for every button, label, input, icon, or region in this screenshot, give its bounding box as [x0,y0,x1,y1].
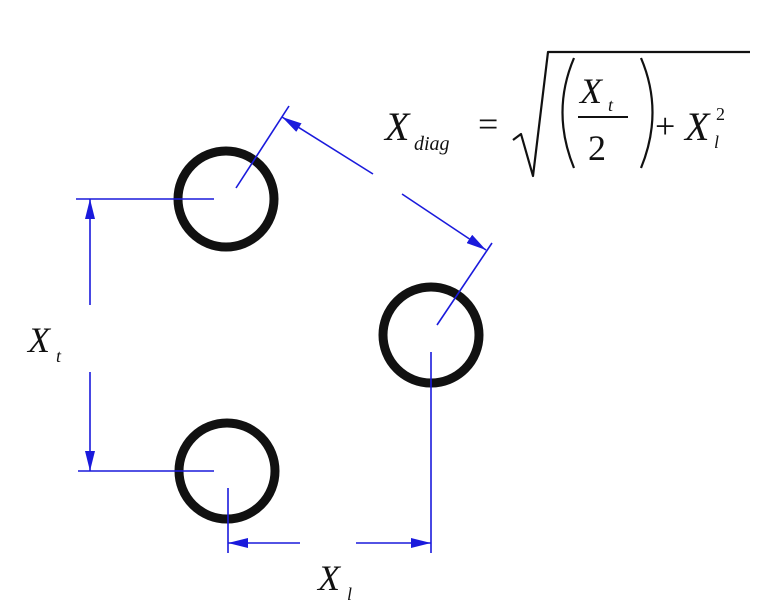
formula-term-sub: l [714,132,719,152]
extension-line-diag-top [235,105,290,189]
formula-lhs-sub: diag [414,133,450,155]
transverse-pitch-label: X t [26,320,62,366]
diagonal-pitch-formula: X diag = X t 2 + X l 2 [383,50,750,178]
right-parenthesis [639,57,654,169]
formula-term-exp: 2 [716,104,725,124]
transverse-label-sub: t [56,346,62,366]
longitudinal-label-var: X [316,558,342,598]
longitudinal-pitch-label: X l [316,558,352,604]
longitudinal-pitch-dimension [227,352,432,553]
formula-denominator: 2 [588,128,606,168]
formula-term-var: X [683,104,711,149]
diagonal-pitch-dimension [235,105,493,326]
left-parenthesis [561,57,576,169]
transverse-pitch-dimension [76,198,214,472]
dimension-line-diag-lower [401,193,487,251]
formula-lhs-var: X [383,104,411,149]
formula-plus: + [655,106,675,146]
transverse-label-var: X [26,320,52,360]
extension-line-diag-right [436,242,493,326]
longitudinal-label-sub: l [347,584,352,604]
dimension-line-diag-upper [281,116,374,175]
square-root-sign [512,50,750,178]
formula-numerator-var: X [578,71,604,111]
formula-equals: = [478,104,498,144]
formula-numerator-sub: t [608,95,614,115]
